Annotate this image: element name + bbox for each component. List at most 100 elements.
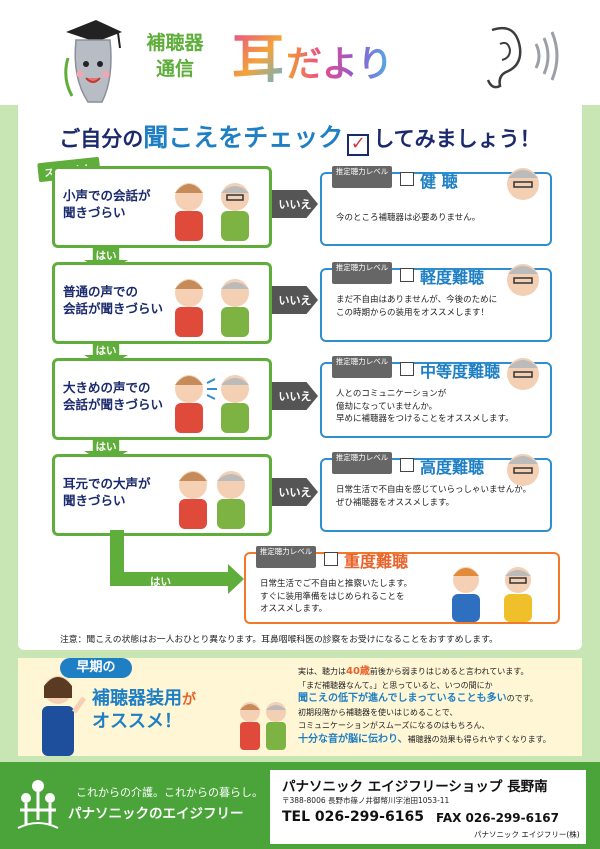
question-line1: 普通の声での xyxy=(63,284,139,299)
question-text: 大きめの声での会話が聞きづらい xyxy=(63,379,163,413)
woman-presenter-illustration xyxy=(42,676,86,756)
result-box-1: 推定聴力レベル 健 聴 今のところ補聴器は必要ありません。 xyxy=(320,166,552,246)
headline-highlight: 聞こえをチェック xyxy=(143,123,344,152)
early-text6-em: 十分な音が脳に伝わり、 xyxy=(298,733,408,745)
result-desc-line1: 人とのコミュニケーションが xyxy=(336,389,447,399)
result-desc-line1: 日常生活で不自由を感じていらっしゃいませんか。 xyxy=(336,485,532,495)
checkbox-icon xyxy=(400,458,414,472)
newsletter-subtitle: 補聴器 通信 xyxy=(132,30,218,82)
question-text: 小声での会話が聞きづらい xyxy=(63,187,163,221)
result-box-3: 推定聴力レベル 中等度難聴 人とのコミュニケーションが 億劫になっていませんか。… xyxy=(320,356,552,438)
result-desc-line1: 日常生活でご不自由と推察いたします。 xyxy=(260,579,413,589)
old-man-face-icon xyxy=(507,168,539,200)
old-man-face-icon xyxy=(507,264,539,296)
question-row-1: 小声での会話が聞きづらい xyxy=(52,166,272,248)
level-badge: 推定聴力レベル xyxy=(332,356,392,378)
yes-path-horizontal xyxy=(110,572,230,586)
couple-cupping-ears-illustration xyxy=(452,567,532,622)
early-text-line1: 実は、聴力は40歳前後から弱まりはじめると言われています。 xyxy=(298,665,578,679)
caution-note: 注意：聞こえの状態はお一人おひとり異なります。耳鼻咽喉科医の診察をお受けになるこ… xyxy=(60,635,498,645)
question-line2: 会話が聞きづらい xyxy=(63,301,164,316)
early-text-line2: 「まだ補聴器なんて。」と思っていると、いつの間にか xyxy=(298,680,493,690)
early-title1-main: 補聴器装用 xyxy=(92,688,182,709)
yes-label-final: はい xyxy=(150,576,171,588)
question-row-3: 大きめの声での会話が聞きづらい xyxy=(52,358,272,440)
early-text-line4: 初期段階から補聴器を使いはじめることで、 xyxy=(298,707,458,717)
result-desc: 日常生活で不自由を感じていらっしゃいませんか。 ぜひ補聴器をオススメします。 xyxy=(336,484,546,509)
early-title-line1: 補聴器装用が xyxy=(92,684,196,710)
question-line2: 聞きづらい xyxy=(63,493,126,508)
company-name: パナソニック エイジフリー(株) xyxy=(474,830,580,839)
result-desc-line1: まだ不自由はありませんが、今後のために xyxy=(336,295,498,305)
result-box-5: 推定聴力レベル 重度難聴 日常生活でご不自由と推察いたします。 すぐに装用準備を… xyxy=(244,546,560,624)
question-text: 耳元での大声が聞きづらい xyxy=(63,475,163,509)
old-man-face-icon xyxy=(507,454,539,486)
question-row-4: 耳元での大声が聞きづらい xyxy=(52,454,272,536)
early-text-line6: 十分な音が脳に伝わり、補聴器の効果も得られやすくなります。 xyxy=(298,733,578,747)
shop-card xyxy=(270,770,586,844)
subtitle-line1: 補聴器 xyxy=(146,32,204,54)
early-title-line2: オススメ！ xyxy=(92,711,182,732)
early-title1-suffix: が xyxy=(182,692,196,708)
level-badge: 推定聴力レベル xyxy=(332,262,392,284)
early-text: 実は、聴力は40歳前後から弱まりはじめると言われています。 「まだ補聴器なんて。… xyxy=(298,665,578,746)
early-text-line5: コミュニケーションがスムーズになるのはもちろん、 xyxy=(298,721,490,730)
early-text3-post: のです。 xyxy=(506,694,538,703)
headline-pre: ご自分の xyxy=(59,127,144,151)
result-desc-line2: 億劫になっていませんか。 xyxy=(336,401,438,412)
shop-address: 〒388-8006 長野市篠ノ井御幣川字池田1053-11 xyxy=(282,796,450,805)
result-box-4: 推定聴力レベル 高度難聴 日常生活で不自由を感じていらっしゃいませんか。 ぜひ補… xyxy=(320,452,552,532)
result-name: 高度難聴 xyxy=(420,458,485,477)
question-line1: 小声での会話が xyxy=(63,188,151,203)
checkbox-icon xyxy=(400,172,414,186)
result-desc: 人とのコミュニケーションが 億劫になっていませんか。 早めに補聴器をつけることを… xyxy=(336,388,536,426)
question-row-2: 普通の声での会話が聞きづらい xyxy=(52,262,272,344)
early-text1-em: 40歳 xyxy=(346,666,370,677)
family-logo-icon xyxy=(17,780,59,829)
result-name: 健 聴 xyxy=(420,172,458,191)
early-text-line3: 聞こえの低下が進んでしまっていることも多いのです。 xyxy=(298,692,578,706)
early-tag: 早期の xyxy=(60,658,132,678)
shop-name: パナソニック エイジフリーショップ 長野南 xyxy=(282,779,548,795)
result-desc-line2: すぐに装用準備をはじめられることを xyxy=(260,591,405,602)
level-badge: 推定聴力レベル xyxy=(256,546,316,568)
shop-tel[interactable]: TEL 026-299-6165 xyxy=(282,809,424,825)
title-kanji: 耳 xyxy=(232,30,285,90)
result-desc-line2: ぜひ補聴器をオススメします。 xyxy=(336,497,455,508)
early-text3-em: 聞こえの低下が進んでしまっていることも多い xyxy=(298,693,507,704)
result-desc-line3: 早めに補聴器をつけることをオススメします。 xyxy=(336,414,514,424)
check-box-icon: ✓ xyxy=(347,134,370,156)
result-name: 重度難聴 xyxy=(344,552,409,571)
early-text1-post: 前後から弱まりはじめると言われています。 xyxy=(369,667,529,676)
checkbox-icon xyxy=(400,362,414,376)
question-text: 普通の声での会話が聞きづらい xyxy=(63,283,163,317)
result-name: 中等度難聴 xyxy=(420,362,501,381)
headline: ご自分の聞こえをチェック✓してみましょう！ xyxy=(40,118,560,156)
result-box-2: 推定聴力レベル 軽度難聴 まだ不自由はありませんが、今後のために この時期からの… xyxy=(320,262,552,342)
checkbox-icon xyxy=(324,552,338,566)
result-desc: まだ不自由はありませんが、今後のために この時期からの装用をオススメします！ xyxy=(336,294,536,319)
couple-talk-illustration xyxy=(175,279,249,337)
couple-happy-illustration xyxy=(240,702,286,750)
result-desc-line1: 今のところ補聴器は必要ありません。 xyxy=(336,213,481,223)
footer-tagline: これからの介護。これからの暮らし。 xyxy=(76,786,263,799)
couple-whisper-illustration xyxy=(175,183,249,241)
result-desc: 今のところ補聴器は必要ありません。 xyxy=(336,212,526,225)
title-kana-text: だより xyxy=(286,44,394,85)
question-line1: 大きめの声での xyxy=(63,380,151,395)
footer-brand: パナソニックのエイジフリー xyxy=(68,806,244,822)
old-man-face-icon xyxy=(507,358,539,390)
newsletter-title: 耳 だより xyxy=(232,20,393,90)
ear-icon xyxy=(486,26,559,89)
level-badge: 推定聴力レベル xyxy=(332,166,392,188)
checkbox-icon xyxy=(400,268,414,282)
mascot-hearing-aid-icon xyxy=(64,20,122,103)
result-desc: 日常生活でご不自由と推察いたします。 すぐに装用準備をはじめられることを オスス… xyxy=(260,578,430,616)
result-desc-line2: この時期からの装用をオススメします！ xyxy=(336,307,490,318)
early-text1-pre: 実は、聴力は xyxy=(298,667,346,676)
level-badge: 推定聴力レベル xyxy=(332,452,392,474)
result-name: 軽度難聴 xyxy=(420,268,485,287)
title-kana: だより xyxy=(286,40,393,90)
question-line2: 聞きづらい xyxy=(63,205,126,220)
question-line1: 耳元での大声が xyxy=(63,476,151,491)
